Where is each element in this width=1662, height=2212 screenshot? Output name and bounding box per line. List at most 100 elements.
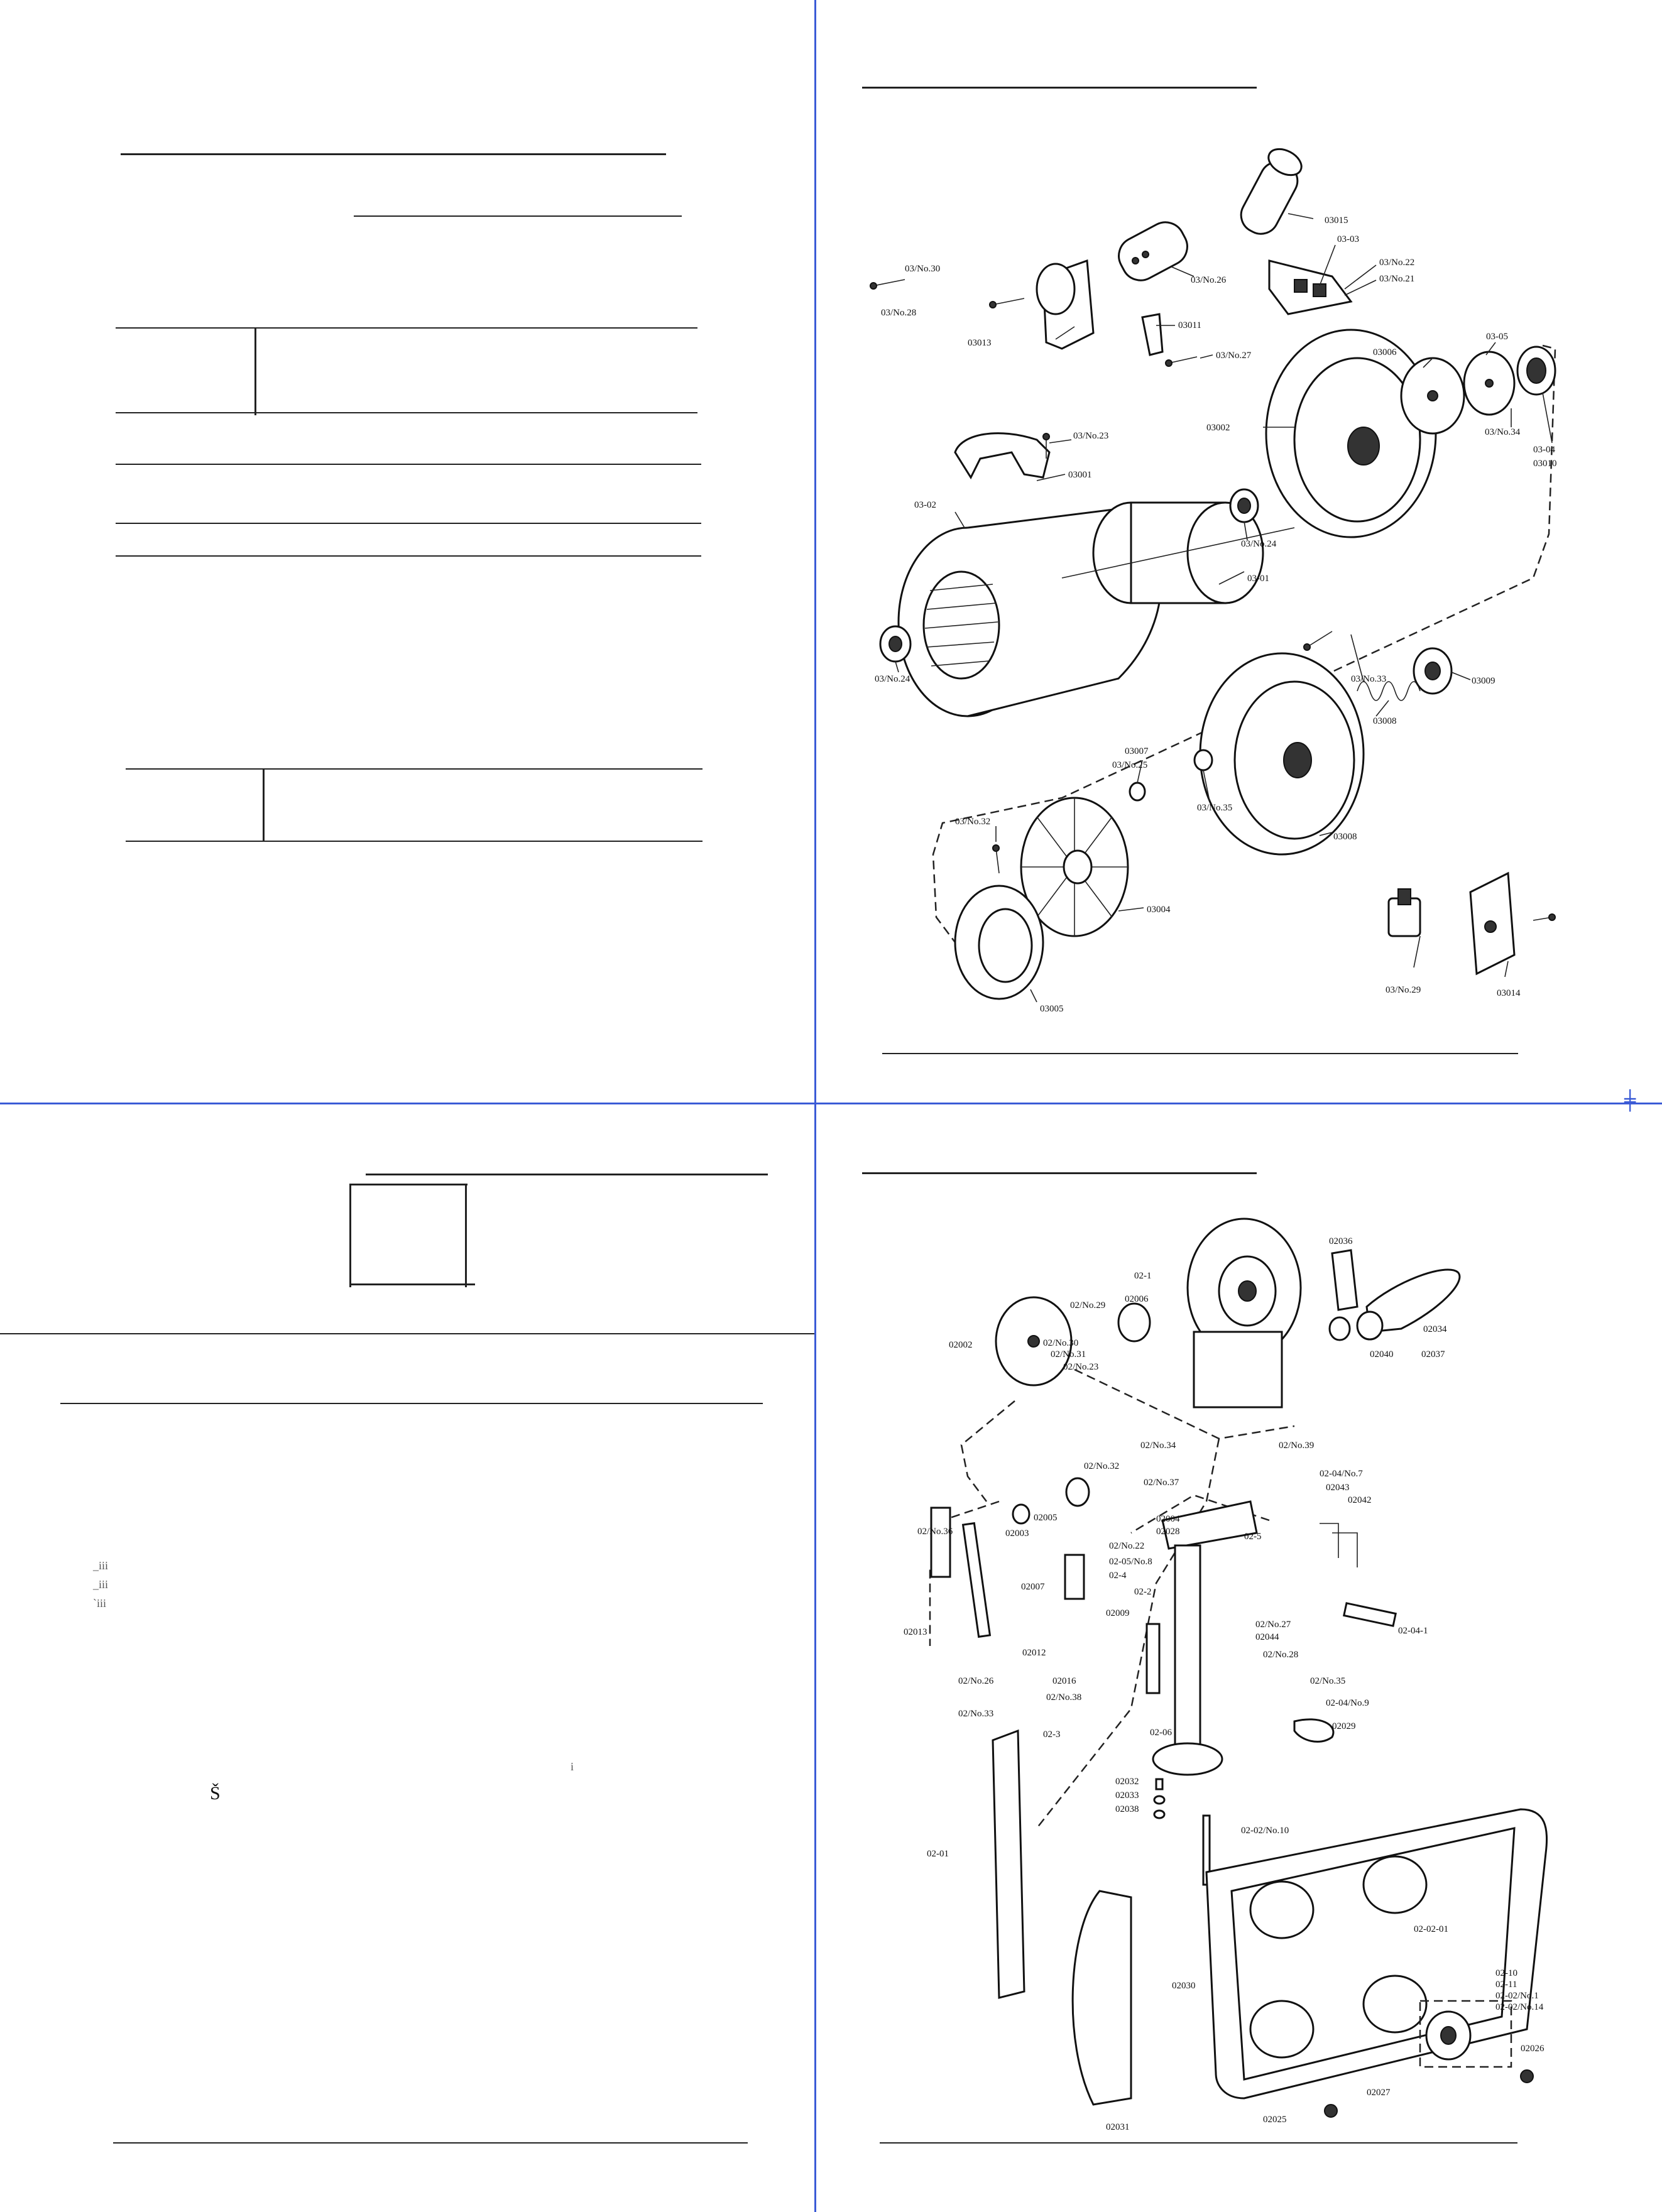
washer xyxy=(1129,782,1146,802)
title-rule xyxy=(121,153,666,155)
part-label: 03008 xyxy=(1373,716,1397,726)
footer-rule xyxy=(882,1053,1518,1054)
gear-housing xyxy=(1186,1218,1302,1408)
part-label: 03/No.30 xyxy=(905,264,940,274)
part-label: 03/No.21 xyxy=(1379,274,1414,284)
switch-block xyxy=(1268,259,1353,315)
section-divider xyxy=(0,1333,814,1334)
part-label: 02025 xyxy=(1263,2115,1287,2125)
footer-rule xyxy=(113,2142,748,2144)
drive-gear xyxy=(1413,647,1453,695)
rocker-switch xyxy=(1387,888,1421,937)
part-label: 03/No.29 xyxy=(1386,985,1421,995)
part-label: 03/No.26 xyxy=(1191,275,1227,285)
part-label: 03/No.34 xyxy=(1485,427,1521,437)
part-label: 02038 xyxy=(1115,1804,1139,1814)
part-label: 02-04/No.9 xyxy=(1326,1698,1369,1708)
part-label: 02-01 xyxy=(927,1849,949,1859)
part-label: 02/No.36 xyxy=(917,1527,953,1537)
part-label: 02029 xyxy=(1332,1721,1356,1731)
part-label: 03-01 xyxy=(1247,574,1269,584)
wheel xyxy=(1425,2010,1472,2061)
part-label: 03015 xyxy=(1325,215,1348,226)
washer xyxy=(1193,749,1213,771)
part-label: 03/No.35 xyxy=(1197,803,1232,813)
part-label: 02/No.32 xyxy=(1084,1461,1119,1471)
part-label: 03/No.33 xyxy=(1351,674,1386,684)
part-label: 02-02/No.10 xyxy=(1241,1826,1289,1836)
section-rule-3 xyxy=(116,555,701,557)
screw xyxy=(1324,2104,1338,2118)
side-cover xyxy=(1071,1890,1132,2106)
part-label: 02028 xyxy=(1156,1527,1180,1537)
part-label: 02030 xyxy=(1172,1981,1196,1991)
part-label: 03001 xyxy=(1068,470,1092,480)
section-rule-2 xyxy=(116,523,701,524)
part-label: 02043 xyxy=(1326,1483,1350,1493)
footer-rule xyxy=(880,2142,1517,2144)
part-label: 02-02/No.14 xyxy=(1495,2002,1544,2012)
part-label: 03/No.25 xyxy=(1112,760,1147,770)
part-label: 03-03 xyxy=(1337,234,1359,244)
part-label: 02/No.38 xyxy=(1046,1692,1081,1703)
part-label: 02016 xyxy=(1052,1676,1076,1686)
part-label: 02/No.26 xyxy=(958,1676,994,1686)
part-label: 02003 xyxy=(1005,1528,1029,1539)
part-label: 03-05 xyxy=(1486,332,1508,342)
part-label: 02-3 xyxy=(1043,1730,1061,1740)
part-label: 03/No.24 xyxy=(1241,539,1277,549)
part-label: 03010 xyxy=(1533,459,1557,469)
part-label: 02-02-01 xyxy=(1414,1924,1448,1934)
washer xyxy=(1117,1302,1151,1343)
blade-strip xyxy=(992,1729,1025,1999)
rear-housing xyxy=(1199,652,1365,856)
washer xyxy=(1012,1503,1031,1525)
end-housing xyxy=(1265,329,1437,538)
part-label: 03/No.22 xyxy=(1379,258,1414,268)
section-rule-1 xyxy=(116,464,701,465)
part-label: 03004 xyxy=(1147,905,1171,915)
part-label: 02/No.23 xyxy=(1063,1362,1098,1372)
disc xyxy=(1400,357,1465,435)
part-label: 03/No.23 xyxy=(1073,431,1108,441)
wheel-detail-box xyxy=(1419,2000,1512,2068)
rotor xyxy=(1061,501,1295,604)
part-label: 02-4 xyxy=(1109,1571,1127,1581)
hand-grip xyxy=(1356,1268,1461,1341)
part-label: 02-2 xyxy=(1134,1587,1152,1597)
page-break-icon: ╪ xyxy=(1624,1090,1636,1112)
part-label: 02027 xyxy=(1367,2088,1391,2098)
part-label: 02012 xyxy=(1022,1648,1046,1658)
stray-mark-s: Š xyxy=(210,1783,221,1804)
header-rule xyxy=(862,87,1257,89)
header-rule xyxy=(862,1172,1257,1174)
part-label: 02/No.29 xyxy=(1070,1300,1105,1310)
part-label: 02002 xyxy=(949,1340,973,1350)
part-label: 02/No.37 xyxy=(1144,1478,1179,1488)
part-label: 02-04/No.7 xyxy=(1320,1469,1363,1479)
part-label: 02009 xyxy=(1106,1608,1130,1618)
adjust-rail xyxy=(1343,1602,1397,1627)
part-label: 02042 xyxy=(1348,1495,1372,1505)
small-parts xyxy=(1153,1778,1166,1819)
part-label: 02-06 xyxy=(1150,1728,1172,1738)
part-label: 03005 xyxy=(1040,1004,1064,1014)
gear xyxy=(1065,1477,1090,1507)
capacitor xyxy=(1118,221,1188,281)
part-label: 03/No.28 xyxy=(881,308,916,318)
part-label: 02-10 xyxy=(1495,1968,1517,1978)
part-label: 02-11 xyxy=(1495,1980,1517,1990)
part-label: 02/No.33 xyxy=(958,1709,993,1719)
part-label: 02040 xyxy=(1370,1349,1394,1359)
part-label: 02037 xyxy=(1421,1349,1445,1359)
part-label: 03009 xyxy=(1472,676,1495,686)
blade-disc xyxy=(995,1296,1073,1387)
horizontal-page-divider xyxy=(0,1103,1662,1104)
heading-rule-right xyxy=(366,1174,768,1175)
part-label: 02005 xyxy=(1034,1513,1058,1523)
subtitle-rule xyxy=(354,215,682,217)
part-label: 02006 xyxy=(1125,1294,1149,1304)
part-label: 02007 xyxy=(1021,1582,1045,1592)
part-label: 02-04-1 xyxy=(1398,1626,1428,1636)
hex-key xyxy=(1332,1532,1358,1567)
